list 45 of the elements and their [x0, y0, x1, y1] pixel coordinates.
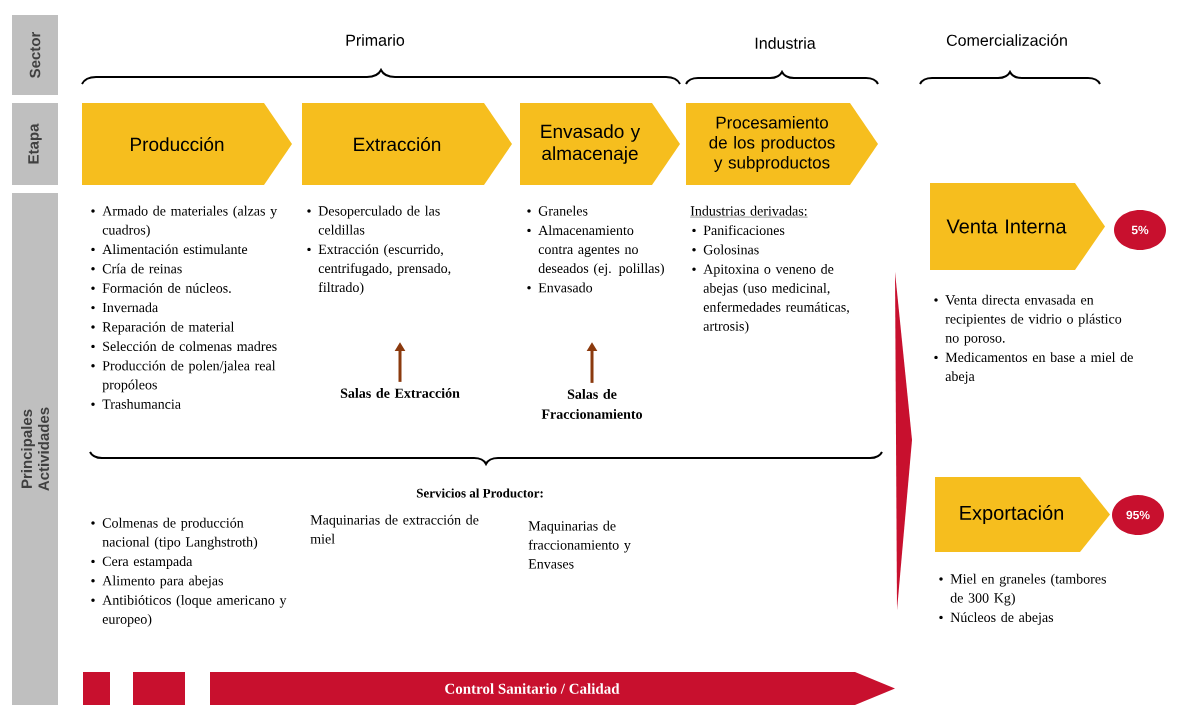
list-item: Alimento para abejas: [102, 575, 223, 589]
list-item: Producción de polen/jalea real propóleos: [102, 360, 276, 393]
room-label: Salas de Extracción: [340, 388, 460, 398]
list-item: Núcleos de abejas: [950, 612, 1054, 625]
list-item: Medicamentos en base a miel de abeja: [945, 352, 1133, 384]
list-item: Armado de materiales (alzas y cuadros): [102, 205, 278, 238]
band-label: Etapa: [12, 103, 58, 185]
list-item: Panificaciones: [703, 225, 785, 236]
list-item: Desoperculado de las celdillas: [318, 205, 440, 235]
stage-banner: Producción: [82, 103, 292, 185]
list-item: Golosinas: [703, 244, 759, 255]
service-text: Maquinarias de extracción de miel: [310, 514, 479, 544]
list-item: Graneles: [538, 205, 588, 216]
list-item: Reparación de material: [102, 321, 235, 335]
section-heading: Industria: [755, 37, 816, 49]
stage-banner: Procesamiento de los productos y subproductos: [686, 103, 878, 185]
section-heading: Comercialización: [946, 34, 1067, 46]
list-item: Cera estampada: [102, 556, 193, 569]
list-heading: Industrias derivadas:: [690, 205, 808, 218]
stage-banner: Envasado y almacenaje: [520, 103, 680, 185]
stage-banner: Extracción: [302, 103, 512, 185]
list-item: Extracción (escurrido, centrifugado, prensado, filtrado): [318, 244, 451, 295]
list-item: Apitoxina o veneno de abejas (uso medicinal, enfermedades reumáticas, artrosis): [703, 264, 849, 334]
stage-banner: Exportación: [935, 477, 1110, 552]
section-heading: Primario: [346, 34, 405, 46]
list-item: Envasado: [538, 282, 593, 293]
list-item: Venta directa envasada en recipientes de vidrio o plástico no poroso.: [945, 294, 1122, 346]
percent-badge: 95%: [1112, 495, 1164, 535]
list-item: Selección de colmenas madres: [103, 341, 277, 352]
band-label: Principales Actividades: [12, 193, 58, 705]
room-label: Salas de Fraccionamiento: [541, 389, 642, 419]
list-item: Colmenas de producción nacional (tipo Langhstroth): [102, 517, 258, 550]
list-item: Miel en graneles (tambores de 300 Kg): [950, 573, 1106, 606]
list-item: Alimentación estimulante: [102, 244, 248, 255]
stage-banner: Venta Interna: [930, 183, 1105, 270]
list-item: Cría de reinas: [102, 263, 182, 274]
list-item: Almacenamiento contra agentes no deseados (ej. polillas): [538, 225, 664, 276]
list-heading: Servicios al Productor:: [416, 488, 543, 498]
list-item: Invernada: [102, 302, 158, 313]
list-item: Trashumancia: [102, 399, 181, 409]
service-text: Maquinarias de fraccionamiento y Envases: [528, 520, 631, 569]
list-item: Formación de núcleos.: [102, 282, 231, 293]
list-item: Antibióticos (loque americano y europeo): [102, 594, 287, 627]
percent-badge: 5%: [1114, 210, 1166, 250]
band-label: Sector: [12, 15, 58, 95]
